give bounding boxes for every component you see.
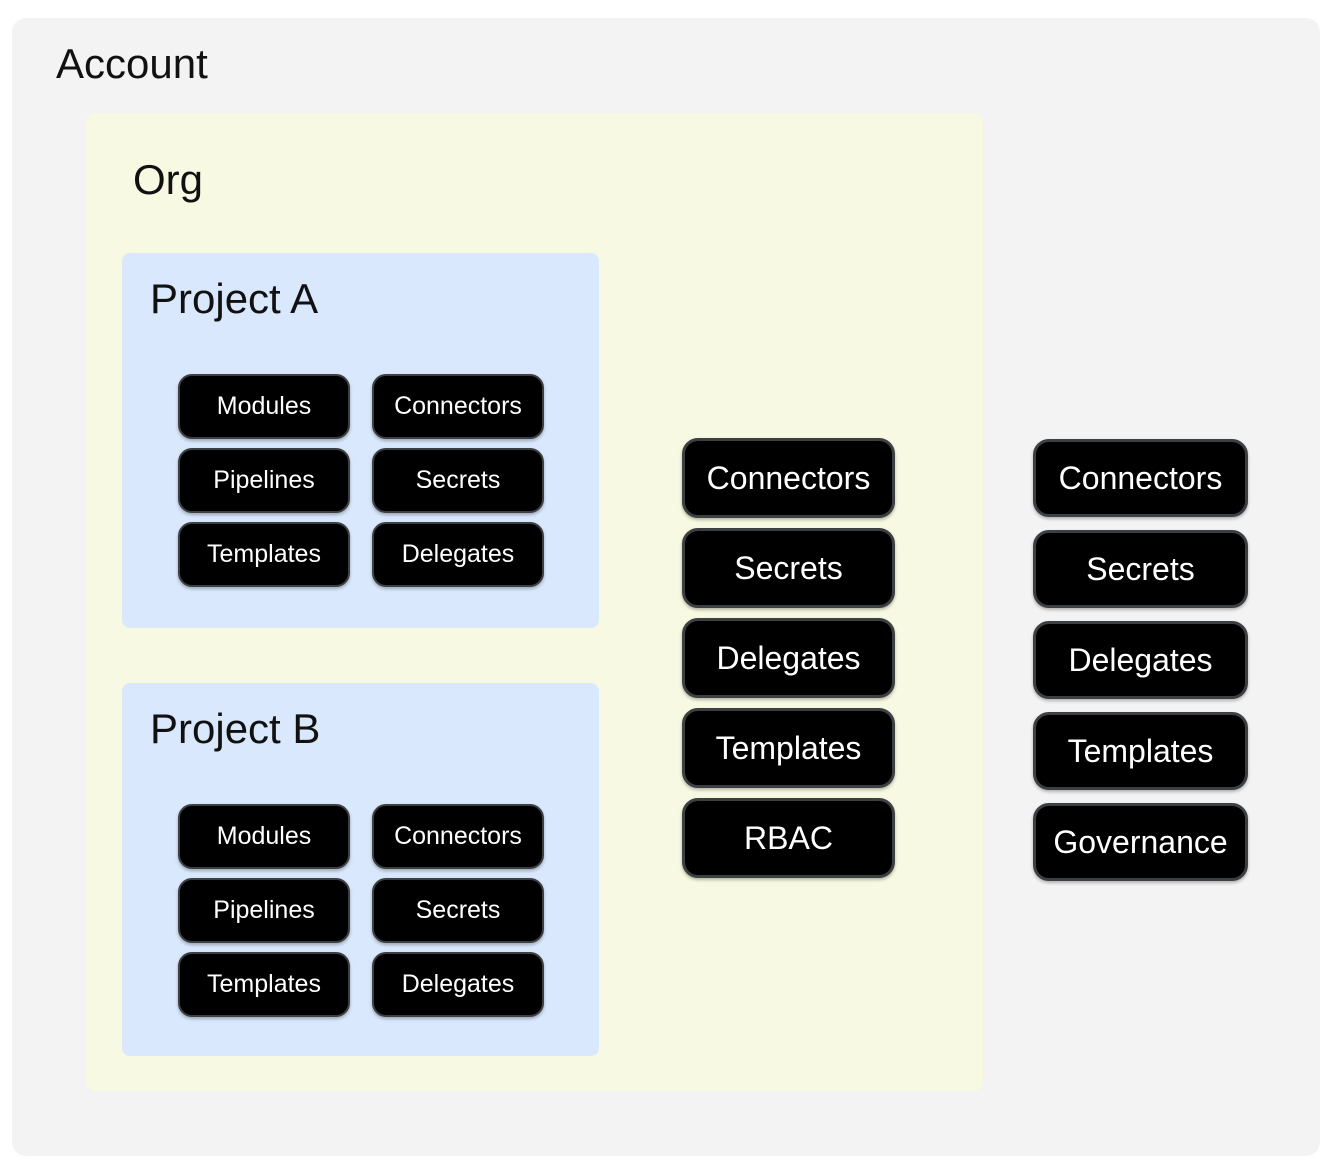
pill-project-b-modules: Modules [178, 804, 350, 869]
pill-org-templates: Templates [682, 708, 895, 788]
pill-account-secrets: Secrets [1033, 530, 1248, 608]
pill-project-b-templates: Templates [178, 952, 350, 1017]
org-box: Org Project A Modules Connectors Pipelin… [86, 113, 983, 1091]
project-a-box: Project A Modules Connectors Pipelines S… [122, 253, 599, 628]
pill-project-a-pipelines: Pipelines [178, 448, 350, 513]
account-box: Account Org Project A Modules Connectors… [12, 18, 1320, 1156]
pill-project-b-secrets: Secrets [372, 878, 544, 943]
project-a-title: Project A [150, 275, 319, 322]
pill-org-delegates: Delegates [682, 618, 895, 698]
project-b-title: Project B [150, 705, 321, 752]
pill-org-connectors: Connectors [682, 438, 895, 518]
pill-project-a-secrets: Secrets [372, 448, 544, 513]
pill-project-a-connectors: Connectors [372, 374, 544, 439]
project-b-box: Project B Modules Connectors Pipelines S… [122, 683, 599, 1056]
project-a-resources: Modules Connectors Pipelines Secrets Tem… [178, 374, 544, 587]
org-resources-column: Connectors Secrets Delegates Templates R… [682, 438, 895, 878]
pill-project-b-pipelines: Pipelines [178, 878, 350, 943]
pill-project-b-delegates: Delegates [372, 952, 544, 1017]
pill-project-a-modules: Modules [178, 374, 350, 439]
pill-account-connectors: Connectors [1033, 439, 1248, 517]
pill-account-delegates: Delegates [1033, 621, 1248, 699]
pill-org-secrets: Secrets [682, 528, 895, 608]
org-title: Org [133, 156, 204, 203]
account-title: Account [56, 40, 208, 87]
pill-org-rbac: RBAC [682, 798, 895, 878]
pill-project-a-templates: Templates [178, 522, 350, 587]
pill-project-a-delegates: Delegates [372, 522, 544, 587]
pill-account-templates: Templates [1033, 712, 1248, 790]
project-b-resources: Modules Connectors Pipelines Secrets Tem… [178, 804, 544, 1017]
pill-account-governance: Governance [1033, 803, 1248, 881]
pill-project-b-connectors: Connectors [372, 804, 544, 869]
account-resources-column: Connectors Secrets Delegates Templates G… [1033, 439, 1248, 881]
